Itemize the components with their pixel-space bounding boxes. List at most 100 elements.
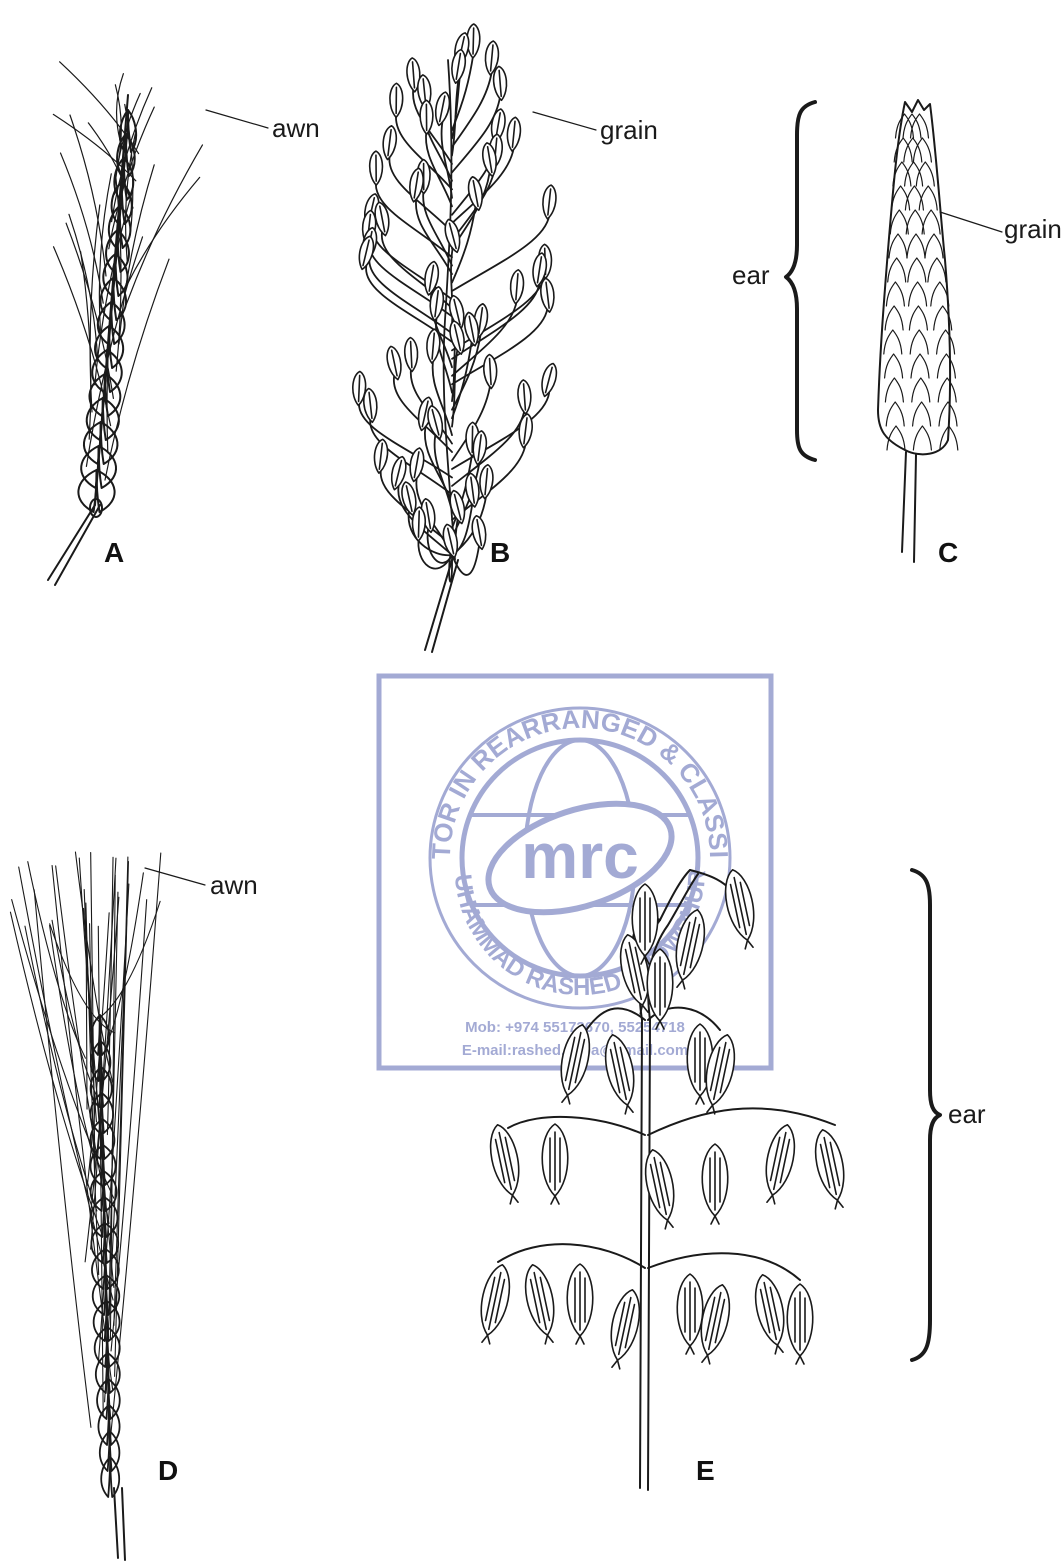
branch	[648, 1108, 835, 1135]
scale	[905, 162, 923, 186]
grain	[370, 151, 383, 185]
spikelet	[810, 1127, 852, 1211]
grain	[373, 439, 390, 474]
spikelet	[720, 867, 762, 951]
spikelet-tip	[612, 1359, 621, 1368]
spikelet	[702, 1144, 728, 1224]
scale	[906, 210, 924, 234]
grain	[441, 523, 461, 559]
logo-text: mrc	[521, 820, 638, 892]
label-grain-c: grain	[1004, 214, 1062, 244]
scale	[913, 402, 931, 426]
grain-line	[473, 28, 474, 54]
spikelet-tip	[677, 979, 686, 988]
scale	[909, 282, 927, 306]
spikelet-tip	[834, 1199, 843, 1208]
grain	[390, 83, 403, 117]
label-ear-c: ear	[732, 260, 770, 290]
grain-line	[359, 375, 360, 401]
scale	[919, 186, 937, 210]
figure-d: awn D	[10, 852, 257, 1560]
spikelet	[758, 1122, 800, 1206]
scale	[888, 258, 906, 282]
figure-c: ear grain C	[732, 100, 1062, 568]
caption-e: E	[696, 1455, 715, 1486]
grain	[539, 278, 556, 313]
caption-c: C	[938, 537, 958, 568]
scale	[908, 258, 926, 282]
scale	[913, 138, 931, 162]
scale	[913, 426, 931, 450]
spikelet-tip	[702, 1354, 711, 1363]
scale	[925, 234, 943, 258]
grain	[385, 345, 405, 381]
label-awn-d: awn	[210, 870, 258, 900]
scale	[937, 330, 955, 354]
scale	[905, 186, 923, 210]
awns-d	[10, 852, 160, 1440]
scale	[937, 354, 955, 378]
figure-a: awn A	[48, 62, 320, 585]
label-grain-b: grain	[600, 115, 658, 145]
branch	[508, 1117, 645, 1135]
spikelet-tip	[774, 1344, 783, 1353]
grain-line	[418, 511, 419, 537]
awn	[122, 145, 203, 317]
grain	[492, 66, 507, 101]
spikelet-tip	[696, 1096, 704, 1104]
spikelet-tip	[686, 1346, 694, 1354]
branch	[648, 1253, 800, 1280]
spikelet	[750, 1272, 792, 1356]
leader-grain-c	[940, 212, 1002, 232]
leader-awn-a	[206, 110, 268, 128]
scale	[890, 210, 908, 234]
label-awn-a: awn	[272, 113, 320, 143]
scale	[911, 354, 929, 378]
grain	[517, 380, 532, 415]
spikelet-tip	[711, 1216, 719, 1224]
awn	[105, 259, 169, 480]
spikelet	[473, 1262, 515, 1346]
caption-d: D	[158, 1455, 178, 1486]
grain	[404, 337, 418, 372]
scale	[938, 378, 956, 402]
scale	[886, 402, 904, 426]
scale	[884, 330, 902, 354]
grain	[541, 184, 557, 219]
spikelet-tip	[544, 1334, 553, 1343]
grain	[447, 489, 468, 525]
spikelet-tip	[767, 1194, 776, 1203]
spikelet	[603, 1287, 645, 1371]
scale	[928, 258, 946, 282]
grain	[506, 117, 522, 152]
stem-b	[425, 560, 458, 652]
brace-e	[912, 870, 940, 1360]
scale	[903, 114, 921, 138]
label-ear-e: ear	[948, 1099, 986, 1129]
grain	[464, 472, 481, 507]
spikelet-tip	[576, 1336, 584, 1344]
grain	[449, 49, 467, 85]
spikelet-tip	[624, 1104, 633, 1113]
stem-c	[902, 452, 916, 562]
scale	[922, 210, 940, 234]
spikelet	[787, 1284, 813, 1364]
spikelet-tip	[796, 1356, 804, 1364]
grain	[483, 354, 498, 389]
grain	[356, 235, 376, 271]
spikelet-tip	[744, 939, 753, 948]
grain	[381, 125, 398, 160]
stem-e	[640, 1020, 650, 1490]
caption-b: B	[490, 537, 510, 568]
scale	[909, 306, 927, 330]
stem-a	[48, 505, 100, 585]
leader-awn-d	[145, 868, 205, 885]
stem-d	[114, 1488, 125, 1560]
caption-a: A	[104, 537, 124, 568]
spikelet	[567, 1264, 593, 1344]
branch	[452, 274, 545, 350]
spikelet-tip	[551, 1196, 559, 1204]
spikelets-d	[90, 1015, 119, 1497]
scale	[907, 234, 925, 258]
